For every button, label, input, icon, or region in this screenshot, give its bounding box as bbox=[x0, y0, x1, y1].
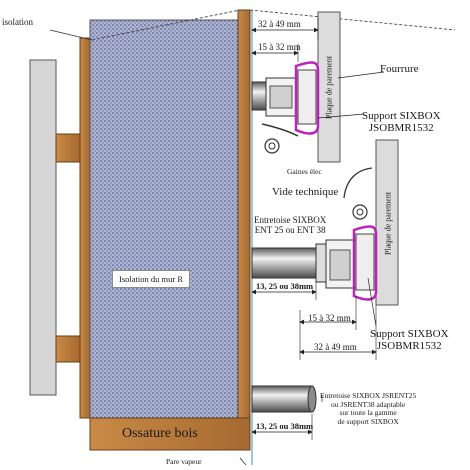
entretoise-bottom-line1: Entretoise SIXBOX JSRENT25 bbox=[320, 391, 417, 400]
support-top-line1: Support SIXBOX bbox=[362, 110, 441, 122]
entretoise-mid-tube bbox=[251, 247, 323, 279]
entretoise-bottom-tube bbox=[251, 385, 313, 413]
label-isolation-mur: Isolation du mur R bbox=[112, 270, 190, 288]
label-gaines: Gaines élec bbox=[287, 167, 322, 176]
dim-15-32-bottom: 15 à 32 mm bbox=[308, 313, 351, 323]
wood-stud-right bbox=[237, 9, 251, 451]
label-entretoise-bottom: Entretoise SIXBOX JSRENT25 ou JSRENT38 a… bbox=[320, 391, 417, 426]
left-panel bbox=[29, 59, 57, 396]
dim-32-49-bottom: 32 à 49 mm bbox=[314, 342, 357, 352]
dim-32-49-top: 32 à 49 mm bbox=[258, 19, 301, 29]
label-entretoise-mid: Entretoise SIXBOX ENT 25 ou ENT 38 bbox=[254, 215, 326, 235]
support-bottom-magenta bbox=[352, 225, 378, 301]
plaque-bottom-label: Plaque de parement bbox=[383, 191, 393, 256]
support-top-magenta bbox=[294, 61, 320, 135]
label-support-top: Support SIXBOX JSOBMR1532 bbox=[362, 110, 441, 134]
wood-block-top bbox=[55, 133, 81, 163]
entretoise-bottom-line3: sur toute la gamme bbox=[339, 408, 397, 417]
entretoise-bottom-line4: de support SIXBOX bbox=[337, 416, 399, 426]
support-bottom-line1: Support SIXBOX bbox=[370, 328, 449, 340]
support-bottom-line2: JSOBMR1532 bbox=[376, 340, 442, 352]
label-isolation: isolation bbox=[2, 17, 33, 27]
plaque-top-label: Plaque de parement bbox=[324, 55, 334, 120]
label-ossature-bois: Ossature bois bbox=[122, 426, 198, 441]
entretoise-bottom-line2: ou JSRENT38 adaptable bbox=[331, 399, 406, 409]
wood-stud-left bbox=[79, 37, 91, 419]
plaque-bottom bbox=[375, 139, 399, 306]
dim-15-32-top: 15 à 32 mm bbox=[258, 42, 301, 52]
dim-13-25-38-bottom: 13, 25 ou 38mm bbox=[256, 421, 314, 431]
label-fourrure: Fourrure bbox=[380, 63, 419, 75]
label-vide-technique: Vide technique bbox=[272, 186, 339, 198]
entretoise-mid-line1: Entretoise SIXBOX bbox=[254, 215, 327, 225]
insulation-block bbox=[89, 19, 239, 419]
label-support-bottom: Support SIXBOX JSOBMR1532 bbox=[370, 328, 449, 352]
support-top-line2: JSOBMR1532 bbox=[368, 122, 434, 134]
wood-block-bottom bbox=[55, 335, 81, 363]
dim-13-25-38-mid: 13, 25 ou 38mm bbox=[256, 281, 314, 291]
entretoise-mid-line2: ENT 25 ou ENT 38 bbox=[254, 225, 326, 235]
label-pare-vapeur: Pare vapeur bbox=[166, 457, 202, 466]
ossature-beam bbox=[89, 417, 251, 451]
